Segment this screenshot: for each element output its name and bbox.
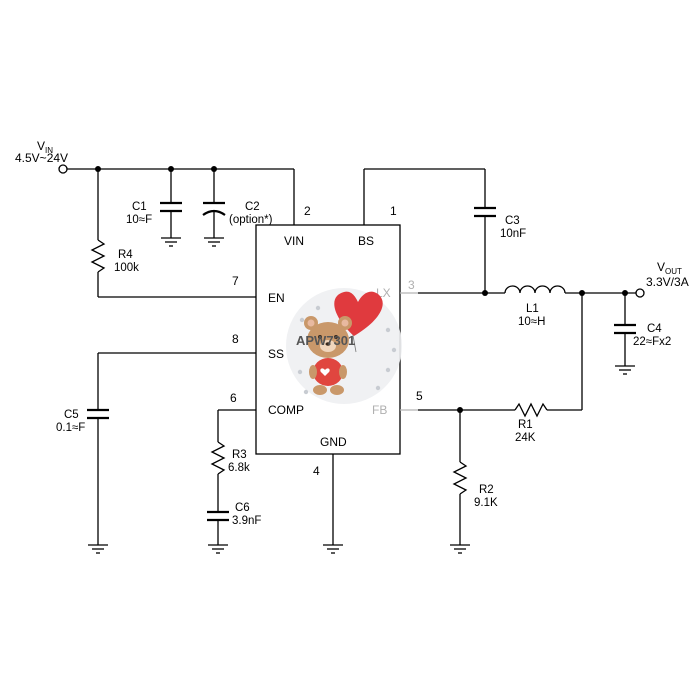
c3-value: 10nF bbox=[500, 228, 526, 240]
capacitor-c1 bbox=[160, 169, 182, 247]
capacitor-c2 bbox=[202, 169, 226, 247]
ic-ground bbox=[323, 454, 343, 554]
ic-pin-vin: VIN bbox=[284, 234, 304, 248]
c5-value: 0.1≈F bbox=[56, 422, 85, 434]
ic-pin-bs: BS bbox=[358, 234, 374, 248]
lx-net bbox=[400, 290, 505, 296]
c6-name: C6 bbox=[235, 502, 250, 514]
pin-number-vin: 2 bbox=[304, 204, 311, 218]
r4-value: 100k bbox=[114, 262, 139, 274]
c2-value: (option*) bbox=[229, 214, 273, 226]
pin-number-bs: 1 bbox=[390, 204, 397, 218]
vout-terminal bbox=[635, 288, 645, 298]
pin-number-fb: 5 bbox=[416, 389, 423, 403]
ic-pin-ss: SS bbox=[268, 347, 284, 361]
resistor-r2 bbox=[450, 410, 470, 554]
compensation-net bbox=[207, 409, 256, 554]
r3-name: R3 bbox=[232, 449, 247, 461]
ic-pin-comp: COMP bbox=[268, 403, 304, 417]
vin-label: VIN bbox=[37, 139, 53, 155]
vin-terminal bbox=[58, 164, 68, 174]
c1-value: 10≈F bbox=[126, 214, 152, 226]
r1-value: 24K bbox=[515, 432, 536, 444]
vout-spec: 3.3V/3A bbox=[646, 275, 689, 289]
c4-name: C4 bbox=[647, 323, 662, 335]
c6-value: 3.9nF bbox=[232, 515, 261, 527]
feedback-net bbox=[400, 293, 583, 418]
r4-name: R4 bbox=[118, 249, 133, 261]
bear-watermark bbox=[286, 288, 402, 404]
ic-pin-en: EN bbox=[268, 291, 285, 305]
bootstrap-net bbox=[363, 168, 496, 293]
l1-name: L1 bbox=[526, 303, 539, 315]
capacitor-c4 bbox=[614, 293, 636, 375]
resistor-r4 bbox=[90, 169, 256, 298]
c1-name: C1 bbox=[132, 201, 147, 213]
c3-name: C3 bbox=[505, 215, 520, 227]
r2-value: 9.1K bbox=[474, 497, 498, 509]
pin-number-ss: 8 bbox=[232, 332, 239, 346]
c5-name: C5 bbox=[64, 409, 79, 421]
ic-pin-fb: FB bbox=[372, 403, 387, 417]
pin-number-gnd: 4 bbox=[313, 464, 320, 478]
pin-number-lx: 3 bbox=[408, 278, 415, 292]
c4-value: 22≈Fx2 bbox=[633, 336, 671, 348]
capacitor-c5 bbox=[87, 352, 256, 554]
ic-pin-gnd: GND bbox=[320, 435, 347, 449]
pin-number-en: 7 bbox=[232, 274, 239, 288]
r2-name: R2 bbox=[479, 484, 494, 496]
pin-number-comp: 6 bbox=[230, 391, 237, 405]
c2-name: C2 bbox=[245, 201, 260, 213]
inductor-l1 bbox=[504, 285, 645, 298]
vout-label: VOUT bbox=[657, 260, 682, 276]
r1-name: R1 bbox=[518, 419, 533, 431]
r3-value: 6.8k bbox=[228, 462, 250, 474]
l1-value: 10≈H bbox=[518, 316, 545, 328]
ic-part-number: APW7301 bbox=[296, 333, 355, 348]
vin-range: 4.5V~24V bbox=[15, 151, 68, 165]
